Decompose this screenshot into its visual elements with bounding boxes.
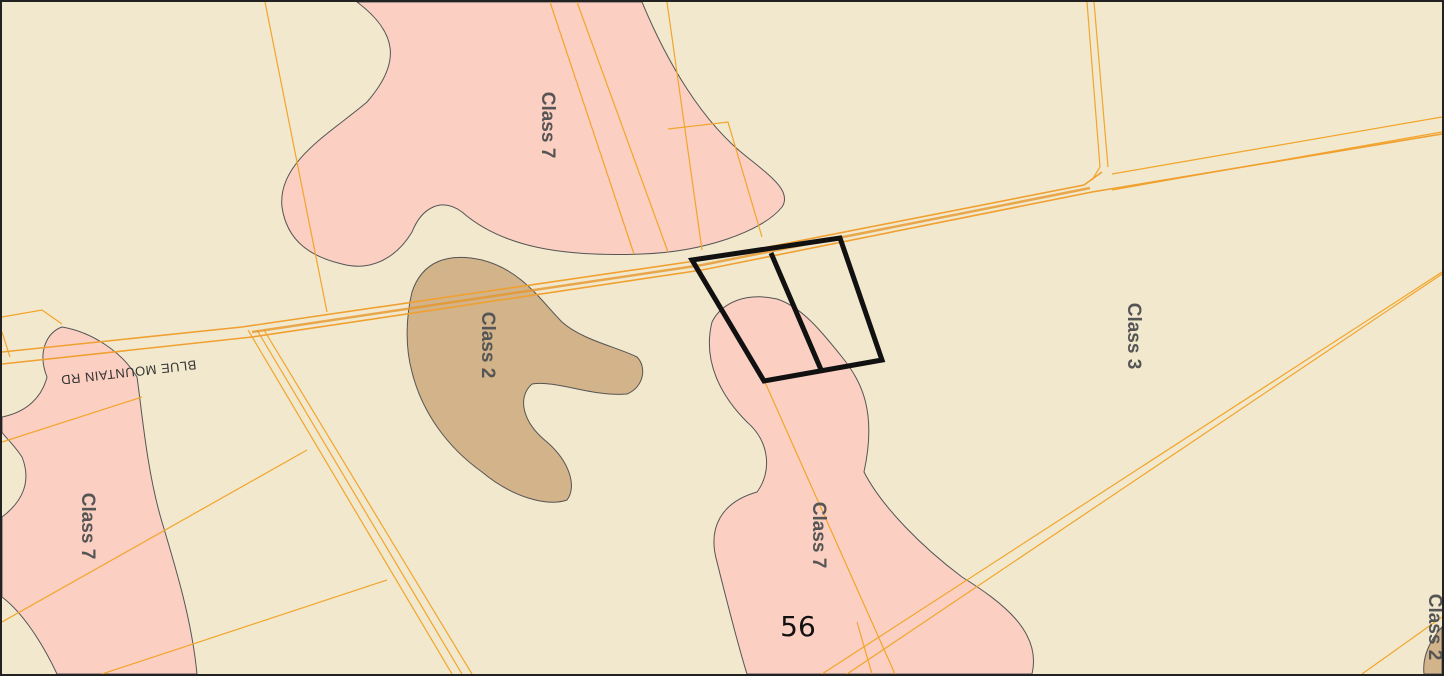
label-class2-center: Class 2: [477, 312, 498, 379]
label-class7-south: Class 7: [808, 502, 829, 569]
label-class2-edge: Class 2: [1424, 594, 1442, 661]
label-class7-north: Class 7: [537, 92, 558, 159]
soil-area-class7-north: [281, 2, 785, 267]
soil-area-class7-south: [708, 296, 1034, 674]
soil-area-class7-west: [2, 326, 198, 674]
soil-area-class2-edge: [1423, 626, 1442, 674]
label-class3-east: Class 3: [1123, 303, 1144, 370]
page-number: 56: [780, 610, 816, 643]
label-class7-west: Class 7: [77, 493, 98, 560]
subject-parcel: [687, 235, 886, 384]
soil-area-class2-center: [406, 256, 644, 503]
